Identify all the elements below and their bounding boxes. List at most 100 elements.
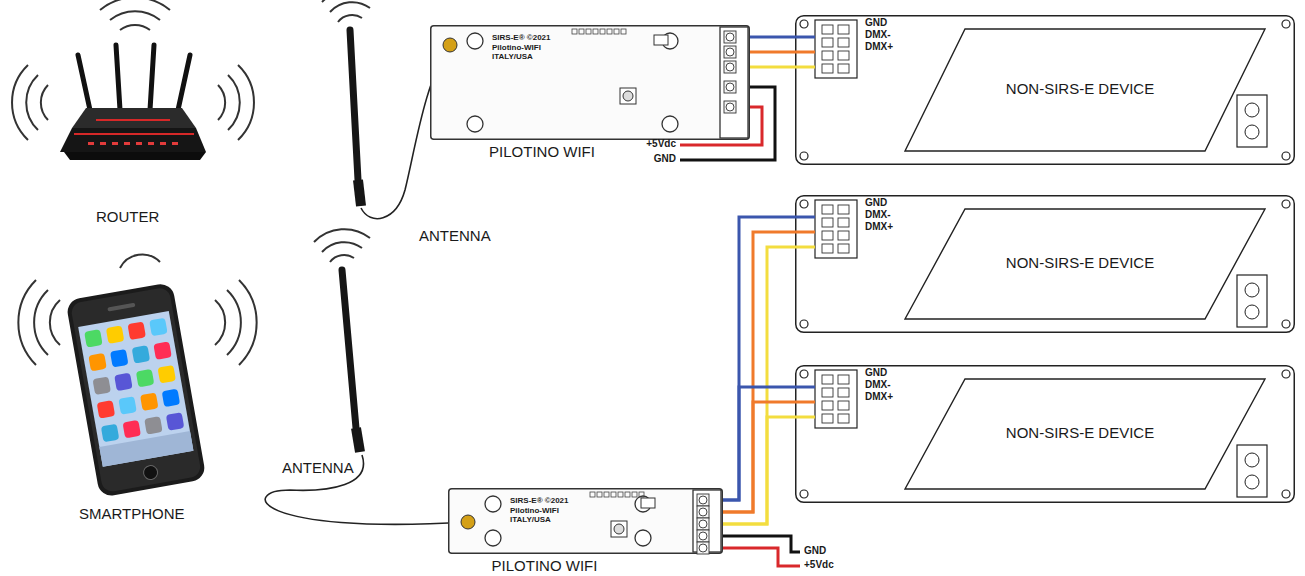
mounting-slot xyxy=(1282,200,1290,208)
smartphone-illustration xyxy=(18,280,36,365)
smartphone-illustration xyxy=(34,290,48,355)
wire-label: +5Vdc xyxy=(646,138,676,150)
wire-label: GND xyxy=(654,153,676,165)
mounting-hole xyxy=(635,530,651,546)
dmx-wire xyxy=(723,417,795,524)
header-pin xyxy=(607,29,612,34)
header-pin xyxy=(625,492,630,497)
antenna-illustration xyxy=(330,2,370,12)
device-drawing xyxy=(1245,453,1259,467)
app-icons xyxy=(157,365,176,384)
app-icons xyxy=(92,376,111,395)
pin-label: DMX+ xyxy=(865,391,893,403)
dmx-wire xyxy=(750,51,795,54)
dmx-wire xyxy=(750,66,795,69)
app-icons xyxy=(140,392,159,411)
device-outline xyxy=(796,196,1295,333)
app-icons xyxy=(166,412,185,431)
connector-pin xyxy=(838,64,849,73)
router-illustration xyxy=(64,152,206,160)
smartphone-illustration xyxy=(65,282,206,498)
header-pin xyxy=(604,492,609,497)
router-illustration xyxy=(96,119,170,121)
device-title: NON-SIRS-E DEVICE xyxy=(955,424,1205,442)
header-pin xyxy=(590,492,595,497)
connector-pin xyxy=(838,51,849,60)
connector-pin xyxy=(838,414,849,423)
terminal-screw xyxy=(699,520,707,528)
header-pin xyxy=(639,492,644,497)
dmx-connector xyxy=(815,200,857,258)
connector-pin xyxy=(838,25,849,34)
antenna-illustration xyxy=(314,229,370,262)
power-wires xyxy=(680,87,800,566)
smartphone-illustration xyxy=(70,287,202,493)
mounting-slot xyxy=(1282,370,1290,378)
device-title: NON-SIRS-E DEVICE xyxy=(955,254,1205,272)
mounting-slot xyxy=(800,200,808,208)
smartphone-illustration xyxy=(107,303,135,312)
pin-label: DMX+ xyxy=(865,41,893,53)
app-icons xyxy=(162,389,181,408)
dmx-wire xyxy=(723,247,795,524)
terminal-screw xyxy=(724,61,736,73)
connector-pin xyxy=(822,38,833,47)
terminal-screw xyxy=(724,46,736,58)
connector-pin xyxy=(838,231,849,240)
antenna-illustration xyxy=(322,0,378,22)
wire-stub xyxy=(795,401,815,404)
app-icons xyxy=(144,416,163,435)
terminal-screw xyxy=(697,518,709,530)
dmx-connector xyxy=(815,20,857,78)
device-label-panel xyxy=(905,379,1265,489)
app-icons xyxy=(97,400,116,419)
connector-pin xyxy=(838,244,849,253)
terminal-screw xyxy=(724,61,736,73)
power-wires xyxy=(723,548,800,566)
terminal-screw xyxy=(699,544,707,552)
router-illustration xyxy=(120,25,150,30)
device-drawing xyxy=(1245,125,1259,139)
board-heading: PILOTINO WIFI xyxy=(430,143,654,161)
terminal-screw xyxy=(726,33,734,41)
push-button xyxy=(611,521,627,537)
mounting-slot xyxy=(800,152,808,160)
wire-stub xyxy=(795,386,815,389)
terminal-screw xyxy=(699,508,707,516)
antenna-illustration xyxy=(265,229,468,524)
header-pin xyxy=(621,29,626,34)
wire-stub xyxy=(795,66,815,69)
wire-stub xyxy=(795,51,815,54)
app-icons xyxy=(136,369,155,388)
terminal-screw xyxy=(699,532,707,540)
smartphone-illustration xyxy=(50,300,60,345)
router-illustration xyxy=(88,142,94,145)
terminal-screw xyxy=(697,506,709,518)
app-icons xyxy=(106,325,125,344)
terminal-screw xyxy=(697,542,709,554)
app-icons xyxy=(122,420,141,439)
push-button xyxy=(623,91,633,101)
power-connector xyxy=(1237,95,1267,147)
terminal-screw xyxy=(724,31,736,43)
terminal-screw xyxy=(724,46,736,58)
header-pin xyxy=(632,492,637,497)
device-box: GNDDMX-DMX+NON-SIRS-E DEVICE xyxy=(795,195,1295,333)
connector-pin xyxy=(838,375,849,384)
smartphone-illustration xyxy=(18,255,256,498)
router-illustration xyxy=(228,75,240,130)
antenna-illustration xyxy=(314,229,370,242)
dmx-wire-bundle xyxy=(750,37,795,67)
dmx-wire xyxy=(723,217,795,500)
pin-label: GND xyxy=(865,197,887,209)
terminal-screw xyxy=(697,530,709,542)
smartphone-illustration xyxy=(227,290,241,355)
board-drawing xyxy=(448,488,723,554)
router-illustration xyxy=(12,65,28,140)
antenna-illustration xyxy=(358,180,361,206)
mounting-slot xyxy=(800,20,808,28)
connector-pin xyxy=(838,388,849,397)
router-illustration xyxy=(116,45,120,110)
smartphone-illustration xyxy=(65,282,206,498)
